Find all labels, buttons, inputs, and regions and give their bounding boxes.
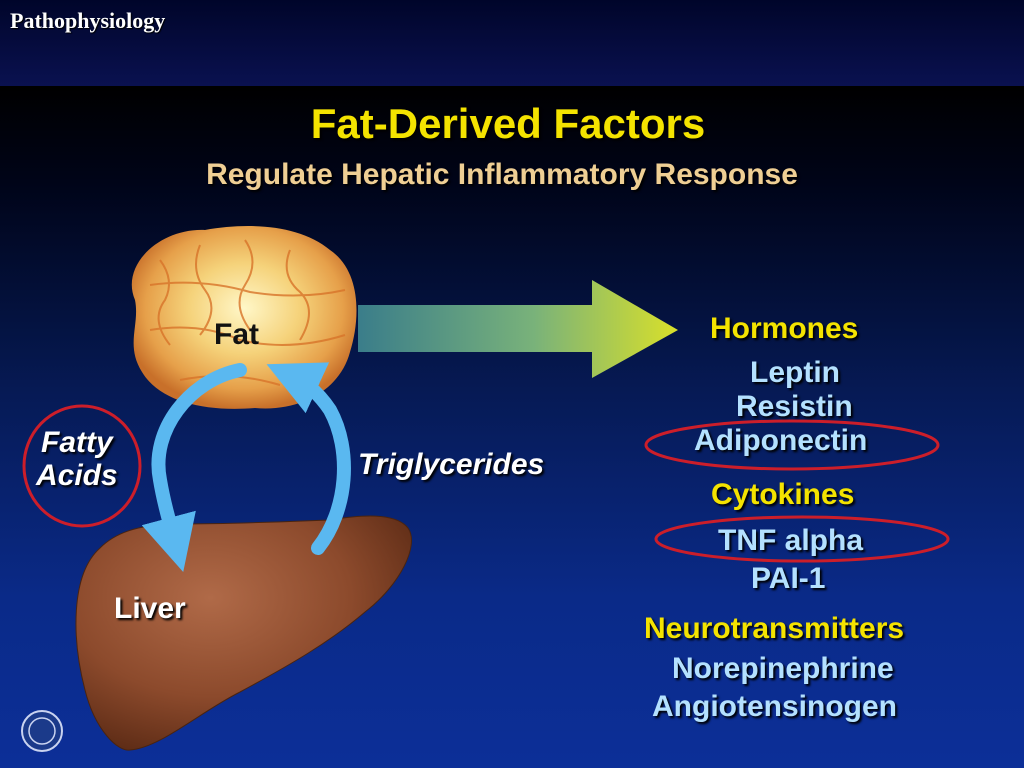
- header-band: [0, 0, 1024, 86]
- item-resistin: Resistin: [736, 390, 853, 423]
- fatty-acids-label: Fatty Acids: [36, 426, 118, 492]
- section-label: Pathophysiology: [10, 8, 166, 33]
- slide-title: Fat-Derived Factors: [310, 100, 706, 147]
- fatty-acids-line1: Fatty: [41, 426, 113, 459]
- fatty-acids-line2: Acids: [36, 459, 118, 492]
- item-tnf-alpha: TNF alpha: [718, 524, 864, 557]
- fatty-acids-arrow: [141, 363, 247, 573]
- item-leptin: Leptin: [750, 356, 840, 389]
- triglycerides-arrow: [266, 362, 351, 555]
- fatty-acids-highlight-circle: [22, 404, 142, 528]
- triglycerides-label: Triglycerides: [358, 448, 545, 481]
- liver-label: Liver: [114, 592, 186, 625]
- logo-seal: [21, 710, 63, 752]
- fat-label: Fat: [214, 318, 259, 351]
- adiponectin-highlight-ellipse: [644, 419, 940, 471]
- tnf-alpha-highlight-ellipse: [654, 515, 950, 563]
- item-angiotensinogen: Angiotensinogen: [652, 690, 897, 723]
- cytokines-heading: Cytokines: [711, 478, 855, 511]
- liver-image: [75, 515, 412, 751]
- item-pai-1: PAI-1: [751, 562, 826, 595]
- slide-subtitle: Regulate Hepatic Inflammatory Response: [206, 158, 798, 191]
- hormones-heading: Hormones: [710, 312, 859, 345]
- neurotransmitters-heading: Neurotransmitters: [644, 612, 905, 645]
- big-right-arrow: [358, 280, 678, 378]
- item-adiponectin: Adiponectin: [694, 424, 868, 457]
- item-norepinephrine: Norepinephrine: [672, 652, 894, 685]
